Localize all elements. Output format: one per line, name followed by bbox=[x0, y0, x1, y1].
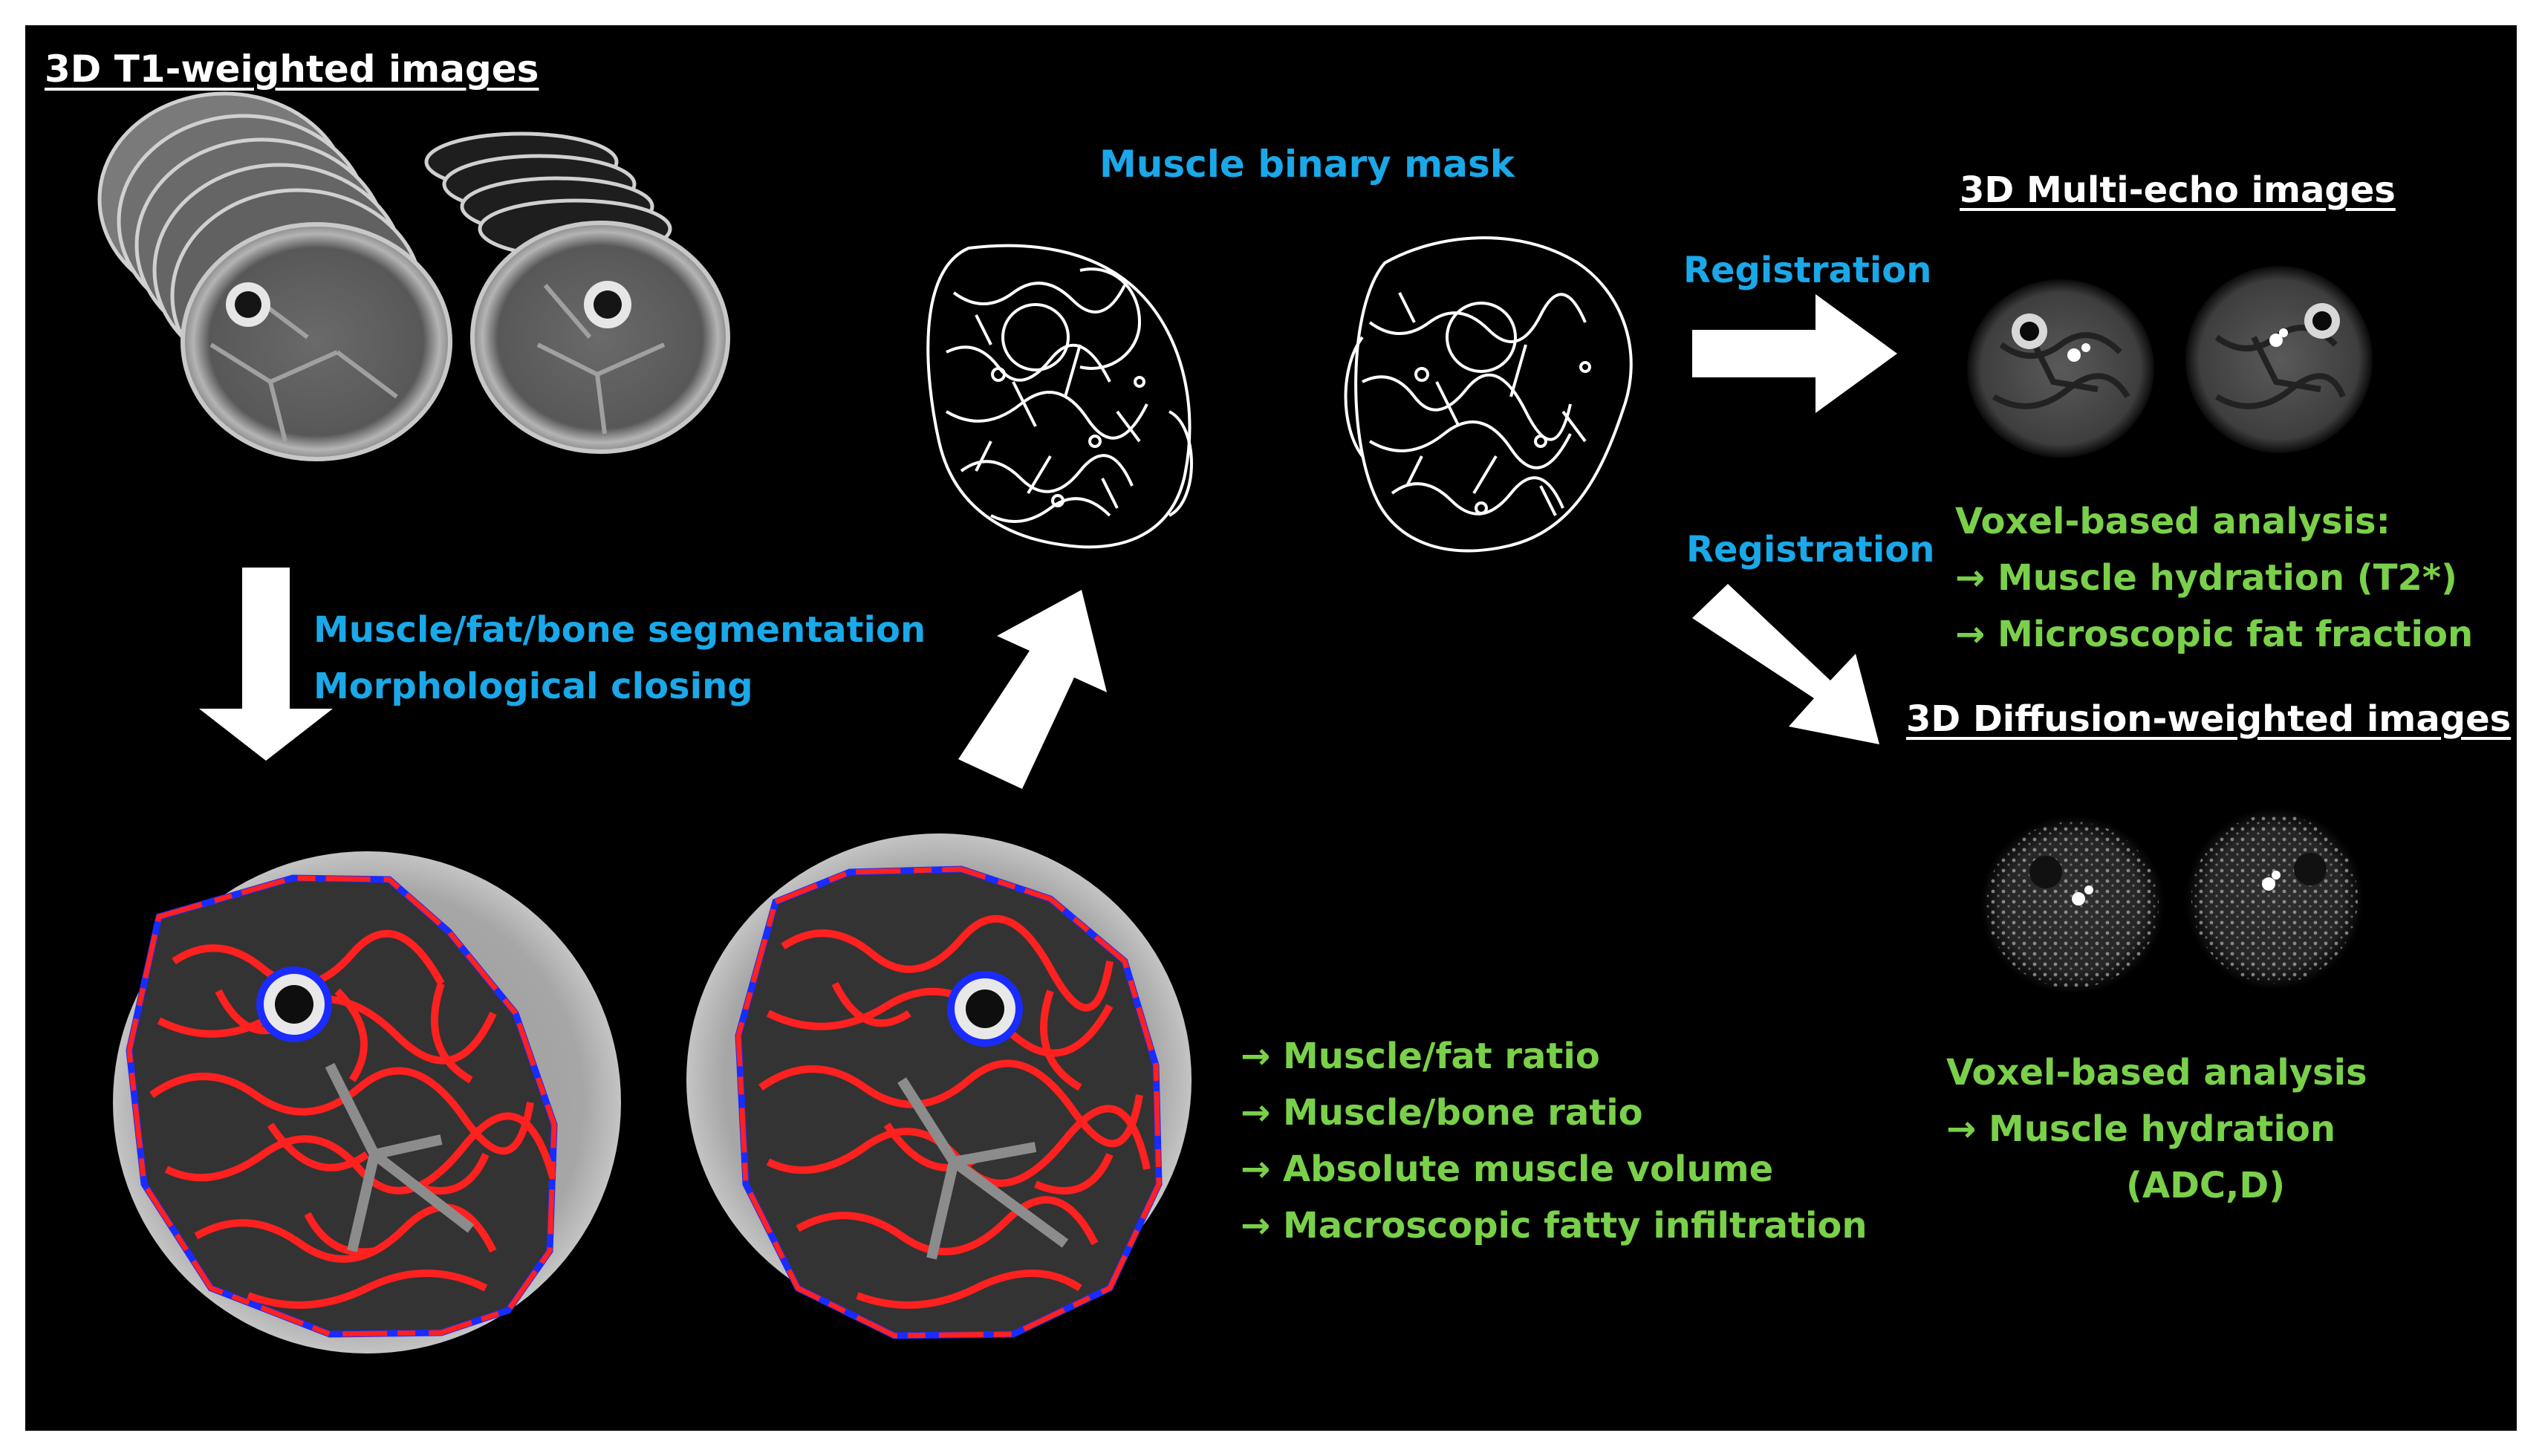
multiecho-analysis: Voxel-based analysis: → Muscle hydration… bbox=[1955, 493, 2473, 663]
metric-item-3: → Absolute muscle volume bbox=[1241, 1148, 1774, 1190]
segmented-slice-left bbox=[113, 851, 621, 1353]
segmentation-line1: Muscle/fat/bone segmentation bbox=[313, 609, 926, 651]
figure-canvas: 3D T1-weighted images Muscle/fat/bone se… bbox=[25, 25, 2517, 1431]
diffusion-slice-right bbox=[2185, 808, 2364, 989]
arrow-down-segmentation bbox=[199, 568, 333, 761]
mask-title: Muscle binary mask bbox=[1099, 143, 1515, 186]
binary-mask-right bbox=[1344, 236, 1633, 553]
arrow-up-to-mask bbox=[958, 590, 1107, 789]
multiecho-slice-right bbox=[2185, 266, 2373, 453]
multiecho-item-2: → Microscopic fat fraction bbox=[1955, 614, 2474, 655]
metric-item-4: → Macroscopic fatty infiltration bbox=[1241, 1205, 1868, 1247]
arrow-glyph: → bbox=[1241, 1205, 1271, 1247]
diffusion-slice-left bbox=[1980, 816, 2165, 994]
arrow-glyph: → bbox=[1955, 557, 1986, 599]
multiecho-slice-left bbox=[1967, 279, 2154, 458]
multiecho-analysis-title: Voxel-based analysis: bbox=[1955, 501, 2390, 542]
multiecho-item-1: → Muscle hydration (T2*) bbox=[1955, 557, 2457, 599]
diffusion-analysis: Voxel-based analysis → Muscle hydration … bbox=[1946, 1044, 2367, 1214]
diffusion-title: 3D Diffusion-weighted images bbox=[1906, 698, 2512, 740]
metrics-list: → Muscle/fat ratio → Muscle/bone ratio →… bbox=[1241, 1028, 1868, 1254]
t1-stack-right bbox=[424, 131, 730, 454]
metric-item-2: → Muscle/bone ratio bbox=[1241, 1092, 1643, 1134]
diffusion-item-cont: (ADC,D) bbox=[2126, 1165, 2286, 1206]
diffusion-analysis-title: Voxel-based analysis bbox=[1946, 1052, 2367, 1093]
arrow-glyph: → bbox=[1955, 614, 1986, 655]
binary-mask-left bbox=[926, 244, 1193, 549]
arrow-diag-registration bbox=[1692, 584, 1879, 744]
arrow-glyph: → bbox=[1241, 1148, 1271, 1190]
segmentation-label: Muscle/fat/bone segmentation Morphologic… bbox=[313, 602, 926, 715]
arrow-glyph: → bbox=[1241, 1036, 1271, 1077]
segmentation-line2: Morphological closing bbox=[313, 666, 753, 707]
t1-stack-left bbox=[97, 91, 452, 461]
t1-title: 3D T1-weighted images bbox=[45, 48, 539, 91]
registration-top-label: Registration bbox=[1683, 250, 1932, 291]
arrow-glyph: → bbox=[1241, 1092, 1271, 1134]
registration-bottom-label: Registration bbox=[1686, 529, 1935, 571]
arrow-glyph: → bbox=[1946, 1108, 1977, 1150]
multiecho-title: 3D Multi-echo images bbox=[1960, 169, 2396, 211]
segmented-slice-right bbox=[686, 833, 1192, 1339]
figure-graphics bbox=[97, 91, 2373, 1353]
diffusion-item: → Muscle hydration bbox=[1946, 1108, 2336, 1150]
arrow-right-registration bbox=[1692, 294, 1897, 413]
metric-item-1: → Muscle/fat ratio bbox=[1241, 1036, 1600, 1077]
